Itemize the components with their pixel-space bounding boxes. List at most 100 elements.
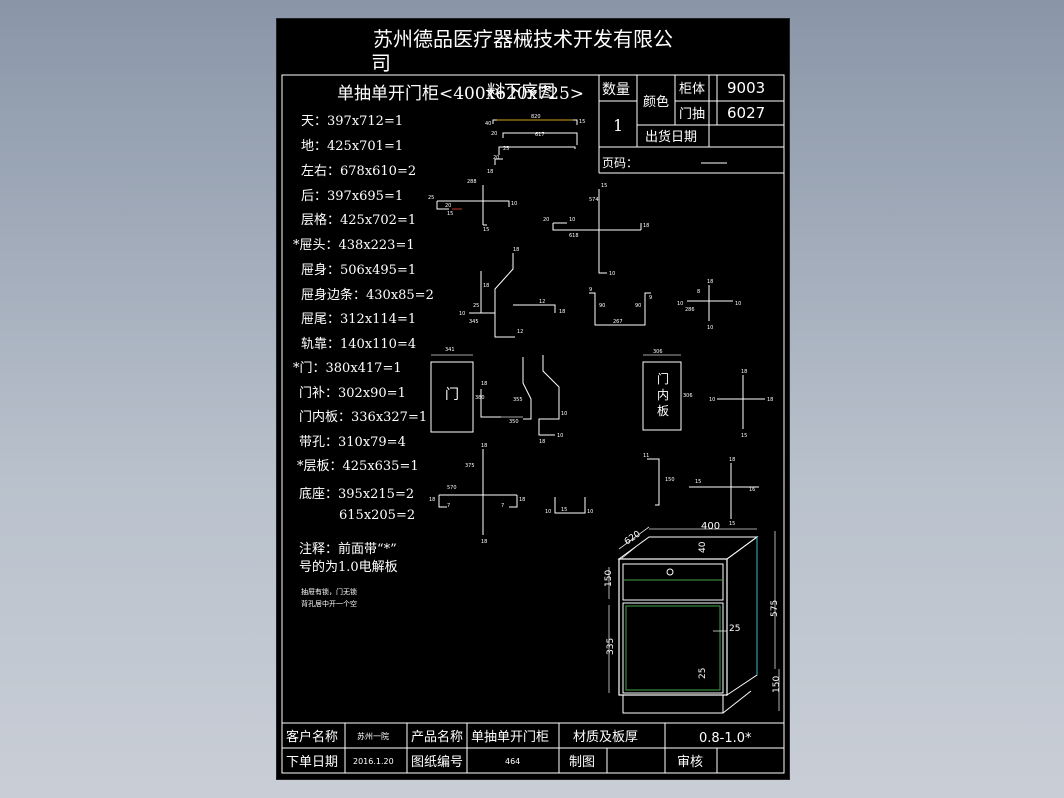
part-item: 门内板：336x327=1 (299, 409, 427, 425)
dim-label: 820 (531, 114, 541, 120)
dim-label: 18 (729, 457, 735, 463)
part-item: 屉身边条：430x85=2 (301, 287, 434, 303)
dim-label: 375 (465, 463, 475, 469)
dim-label: 18 (539, 439, 545, 445)
dim-label: 18 (481, 539, 487, 545)
dim-label: 9 (649, 295, 652, 301)
dim-label: 617 (535, 132, 545, 138)
dim-label: 350 (509, 419, 519, 425)
drawing-frame (281, 74, 785, 774)
dim-label: 16 (749, 487, 755, 493)
dim-label: 18 (513, 247, 519, 253)
drawing-title-overlay: 料下序图 (487, 82, 555, 102)
dim-label: 18 (519, 497, 525, 503)
order-date-value: 2016.1.20 (353, 757, 394, 766)
bend-profile-long: 15 574 20 10 618 18 10 (543, 183, 649, 277)
bend-profile-inner: 18 10 18 15 (709, 369, 773, 439)
dim-label: 10 (459, 311, 465, 317)
part-item: 层格：425x702=1 (301, 212, 416, 228)
cabinet-3d-view: 620 400 40 150 575 335 25 25 150 (604, 521, 782, 714)
dim-label: 90 (635, 303, 641, 309)
parts-list: 天：397x712=1 地：425x701=1 左右：678x610=2 后：3… (293, 114, 434, 523)
review-label: 审核 (677, 755, 703, 770)
qty-value: 1 (613, 116, 623, 135)
dim-label: 25 (473, 303, 479, 309)
title-block (282, 722, 784, 773)
part-item: 底座：395x215=2 (299, 486, 414, 502)
bend-profile-z: 18 25 10 345 12 18 18 12 (459, 247, 565, 338)
dim-label: 10 (587, 509, 593, 515)
drawing-title: 单抽单开门柜<400x620x725> (337, 84, 584, 104)
dim-label: 7 (447, 503, 450, 509)
dim-label: 9 (589, 287, 592, 293)
part-item: 屉尾：312x114=1 (301, 312, 416, 327)
dim-label: 620 (623, 529, 643, 547)
dim-label: 355 (513, 397, 523, 403)
bend-profile-base-right: 11 150 18 15 16 15 (643, 453, 759, 527)
dim-label: 10 (545, 509, 551, 515)
dim-label: 15 (483, 227, 489, 233)
dim-label: 10 (569, 217, 575, 223)
door-panel: 341 380 门 (430, 347, 485, 433)
dim-label: 575 (770, 600, 780, 617)
dim-label: 618 (569, 233, 579, 239)
door-label: 门 (445, 387, 459, 403)
qty-label: 数量 (602, 82, 630, 98)
info-box (598, 75, 784, 174)
dim-label: 286 (685, 307, 695, 313)
dim-label: 25 (698, 668, 708, 679)
bend-profile-door: 18 355 350 10 10 18 (480, 355, 567, 445)
product-label: 产品名称 (411, 729, 463, 745)
dim-label: 10 (609, 271, 615, 277)
dim-label: 7 (501, 503, 504, 509)
dim-label: 18 (707, 279, 713, 285)
dim-label: 40 (698, 541, 708, 553)
part-item: 615x205=2 (339, 508, 415, 523)
dim-label: 10 (735, 301, 741, 307)
company-name-line1: 苏州德品医疗器械技术开发有限公 (373, 27, 673, 51)
bend-profile-cross-left: 288 25 20 15 10 18 15 (428, 169, 517, 233)
dim-label: 25 (503, 146, 509, 152)
note-line1: 注释：前面带“*” (299, 541, 397, 557)
dim-label: 12 (517, 329, 523, 335)
cad-drawing: 苏州德品医疗器械技术开发有限公 司 单抽单开门柜<400x620x725> 料下… (281, 27, 785, 774)
dim-label: 11 (643, 453, 649, 459)
dim-label: 25 (428, 195, 434, 201)
bend-profile-cross-right: 18 10 10 286 10 8 (677, 279, 741, 331)
dim-label: 570 (447, 485, 457, 491)
dim-label: 18 (483, 283, 489, 289)
dim-label: 574 (589, 197, 599, 203)
dim-label: 18 (429, 497, 435, 503)
part-item: 地：425x701=1 (301, 139, 403, 154)
dim-label: 18 (741, 369, 747, 375)
dim-label: 18 (559, 309, 565, 315)
dim-label: 18 (487, 169, 493, 175)
dim-label: 10 (707, 325, 713, 331)
part-item: *门：380x417=1 (293, 361, 402, 376)
company-name-line2: 司 (371, 51, 391, 75)
dim-label: 20 (543, 217, 549, 223)
dim-label: 15 (447, 211, 453, 217)
dim-label: 8 (697, 289, 700, 295)
dim-label: 10 (511, 201, 517, 207)
dim-label: 15 (695, 479, 701, 485)
page-label: 页码： (602, 156, 638, 170)
bend-profile-top: 820 617 40 15 20 25 20 (485, 114, 585, 165)
dim-label: 267 (613, 319, 623, 325)
note-small2: 背孔居中开一个空 (301, 599, 357, 608)
dim-label: 18 (767, 397, 773, 403)
note-line2: 号的为1.0电解板 (299, 559, 398, 575)
dim-label: 15 (579, 119, 585, 125)
inner-panel-label-2: 内 (657, 388, 669, 402)
product-value: 单抽单开门柜 (471, 730, 549, 745)
part-item: 左右：678x610=2 (301, 164, 416, 179)
dim-label: 150 (604, 570, 614, 587)
dim-label: 345 (469, 319, 479, 325)
dim-label: 335 (606, 638, 616, 655)
dim-label: 15 (561, 507, 567, 513)
client-label: 客户名称 (286, 729, 338, 745)
dim-label: 10 (557, 433, 563, 439)
drawn-label: 制图 (569, 755, 595, 770)
part-item: 带孔：310x79=4 (299, 435, 406, 450)
door-color-value: 6027 (727, 104, 765, 122)
